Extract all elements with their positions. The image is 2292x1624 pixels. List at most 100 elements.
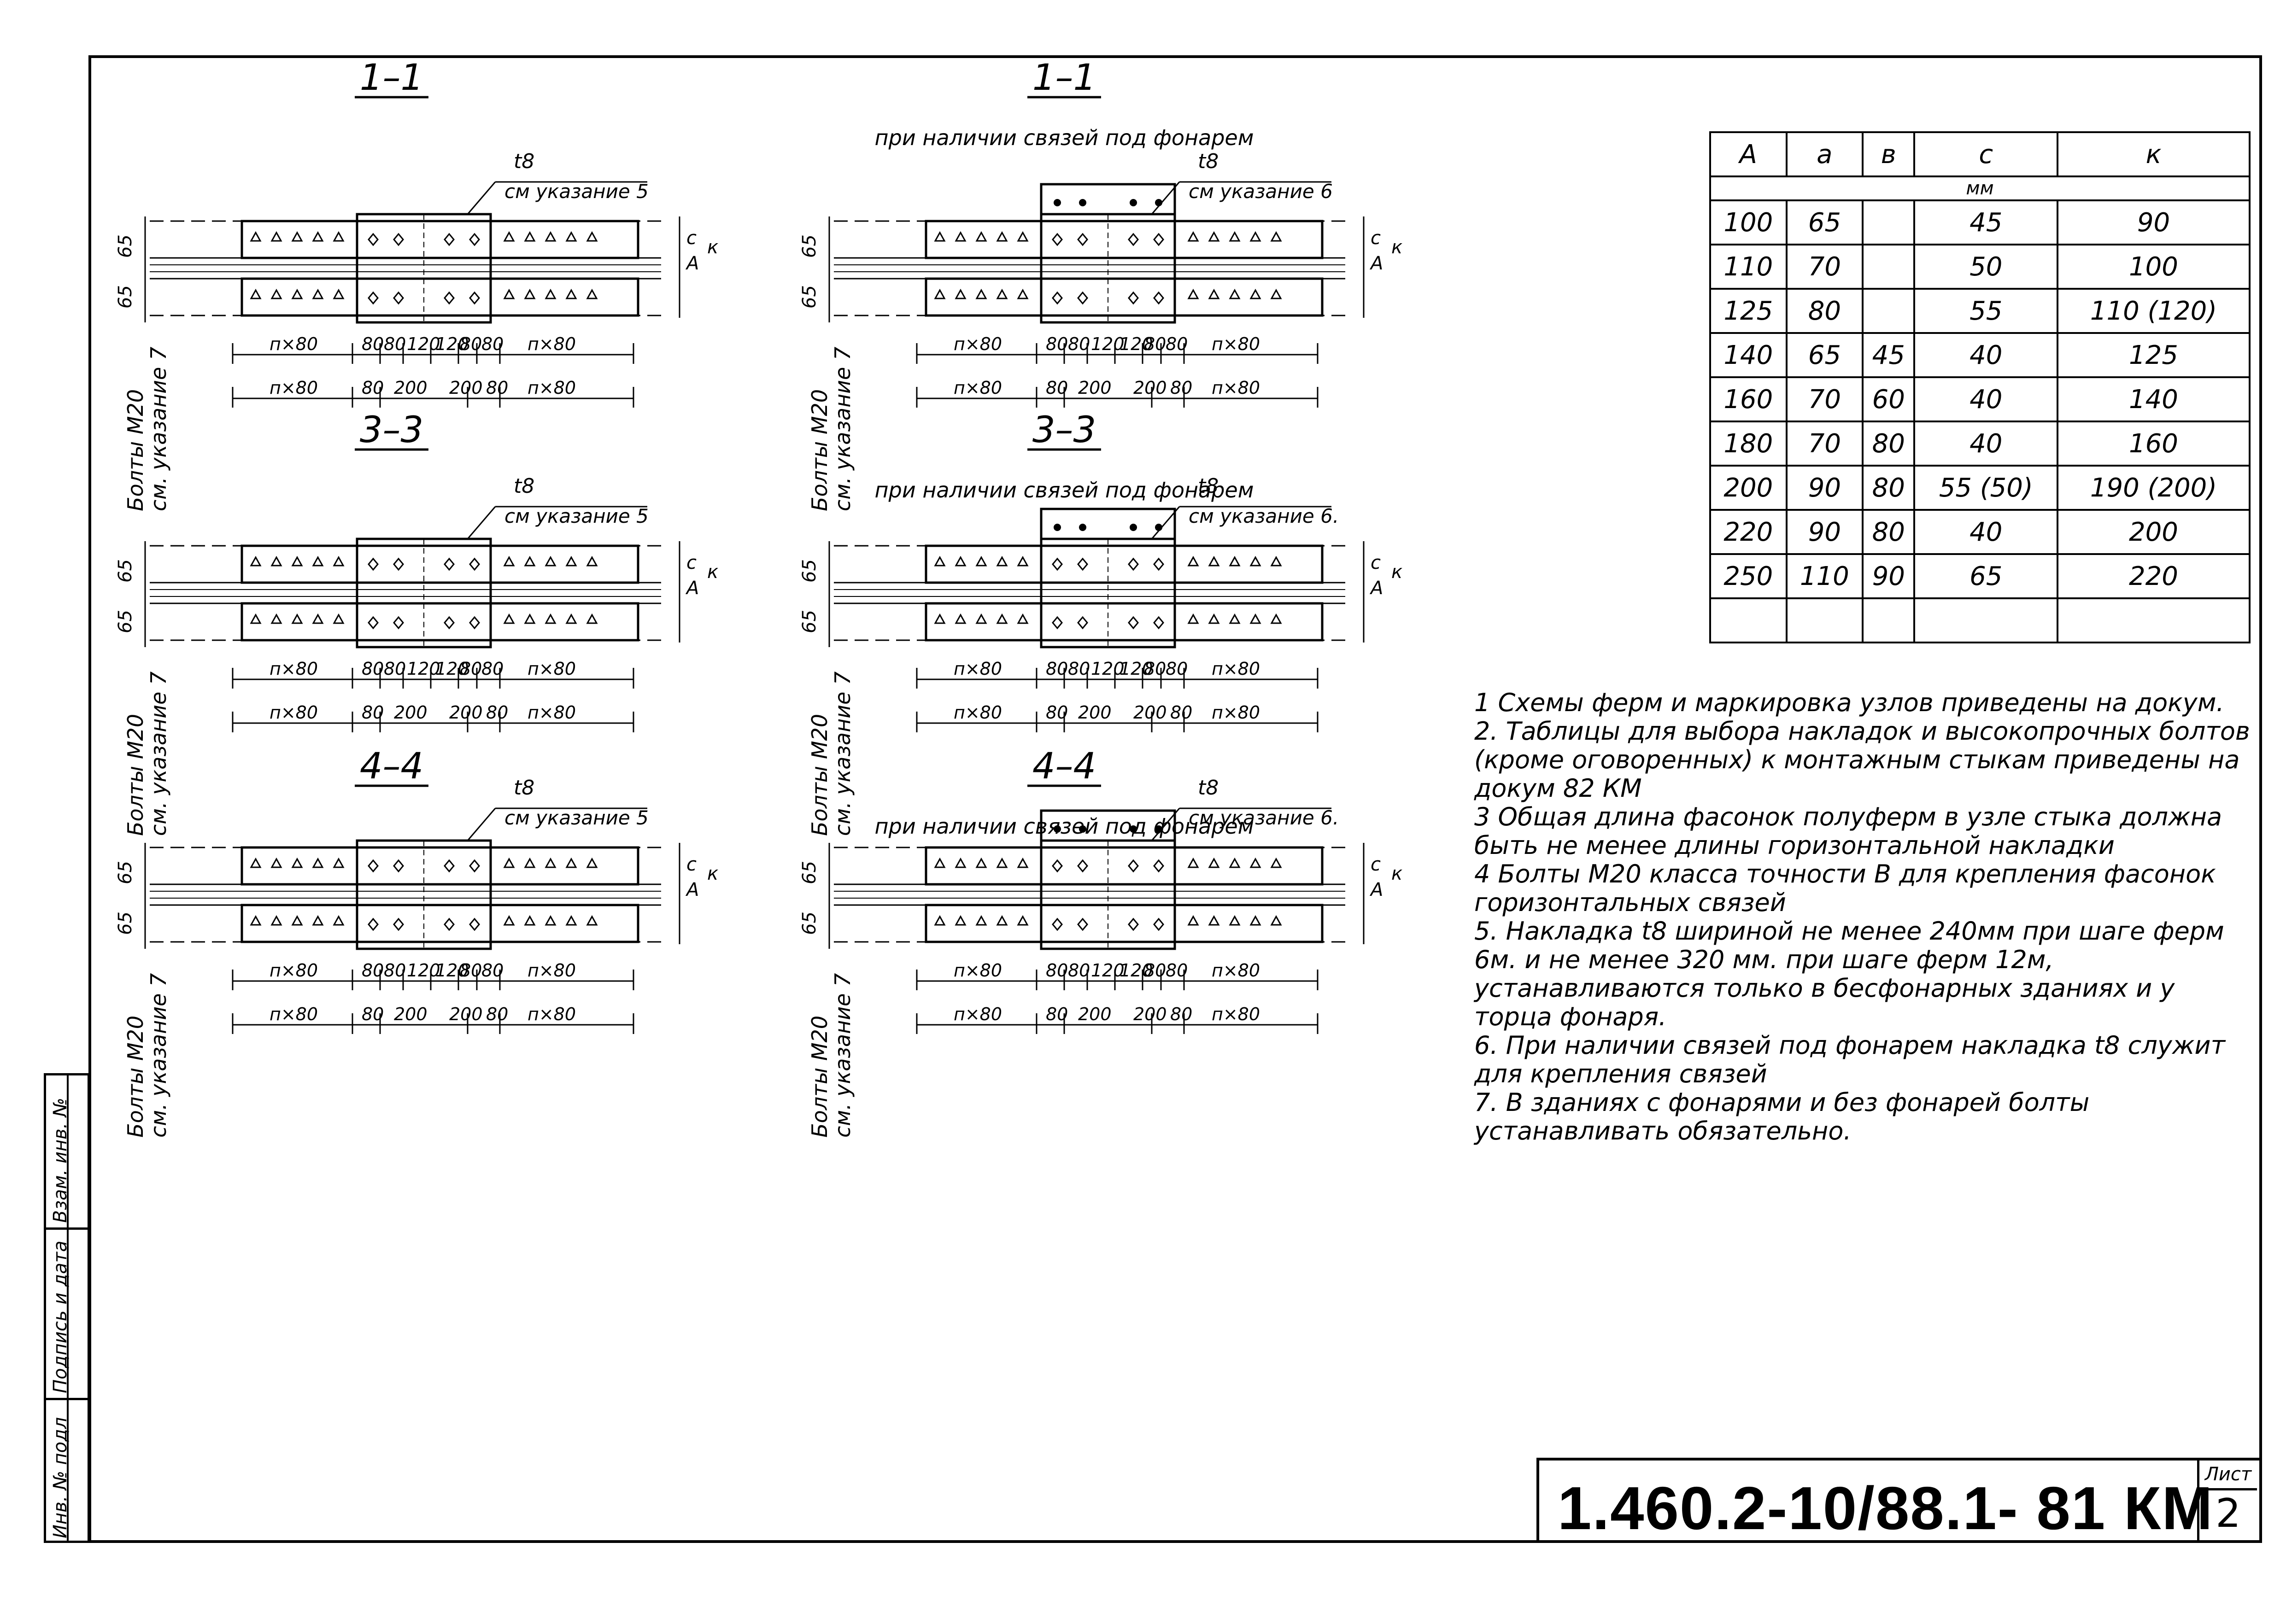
bolt-triangle — [333, 288, 345, 299]
dim-text: 200 — [1133, 702, 1167, 723]
bolt-triangle — [250, 915, 262, 926]
bolt-triangle — [1187, 231, 1199, 242]
dim-text: 120 — [435, 334, 469, 354]
dim-text: 65 — [799, 234, 820, 258]
dim-text: 65 — [115, 610, 136, 633]
table-cell: 50 — [1913, 244, 2058, 290]
dim-text: п×80 — [528, 702, 576, 723]
dim-text: к — [707, 561, 718, 583]
th-A: A — [1709, 131, 1788, 177]
dim-text: п×80 — [270, 702, 318, 723]
bolt-diamond — [444, 291, 455, 305]
sheet-label: Лист — [2199, 1460, 2257, 1490]
table-cell: 55 — [1913, 288, 2058, 334]
bolt-triangle — [333, 613, 345, 624]
lower-plate — [240, 277, 639, 317]
bolt-triangle — [1187, 288, 1199, 299]
dim-text: 200 — [394, 378, 428, 398]
bolt-triangle — [291, 613, 303, 624]
bolt-triangle — [1270, 555, 1282, 567]
plate-mark: t8 — [1198, 474, 1219, 498]
bolts-label: Болты М20 — [123, 714, 148, 836]
plate-note: см указание 6. — [1189, 806, 1339, 829]
dim-text: 80 — [1170, 378, 1192, 398]
bolt-diamond — [444, 233, 455, 246]
bolt-triangle — [1270, 231, 1282, 242]
bolt-diamond — [393, 233, 404, 246]
bracing-plate — [1040, 183, 1176, 222]
dim-text: c — [1371, 552, 1381, 573]
table-cell: 80 — [1862, 509, 1916, 555]
table-cell: 180 — [1709, 421, 1788, 467]
bolt-triangle — [250, 555, 262, 567]
bolt-triangle — [1229, 231, 1241, 242]
table-cell — [1913, 597, 2058, 643]
dim-text: п×80 — [1212, 960, 1260, 981]
bolt-dot — [1054, 825, 1061, 833]
table-row — [1709, 597, 2251, 643]
table-cell: 110 — [1785, 553, 1864, 599]
dim-text: 200 — [394, 702, 428, 723]
bolt-diamond — [368, 291, 379, 305]
upper-plate — [240, 846, 639, 886]
upper-plate — [240, 220, 639, 259]
bolt-triangle — [1017, 613, 1029, 624]
dim-text: 80 — [486, 1004, 508, 1024]
bolt-diamond — [368, 616, 379, 630]
table-cell: 65 — [1913, 553, 2058, 599]
bolt-dot — [1079, 199, 1086, 206]
bolt-triangle — [955, 231, 967, 242]
bolt-diamond — [1077, 291, 1088, 305]
dim-text: п×80 — [1212, 1004, 1260, 1024]
dim-text: 120 — [435, 960, 469, 981]
table-cell: 200 — [2057, 509, 2251, 555]
section-label: 4–4 — [360, 746, 423, 787]
dim-text: п×80 — [528, 1004, 576, 1024]
bolt-triangle — [503, 231, 515, 242]
bolt-diamond — [469, 616, 480, 630]
bolt-triangle — [934, 915, 946, 926]
bolt-triangle — [524, 231, 536, 242]
bolt-diamond — [1153, 859, 1164, 873]
bolt-triangle — [586, 613, 598, 624]
table-cell: 80 — [1862, 421, 1916, 467]
bolt-dot — [1079, 825, 1086, 833]
bolt-triangle — [291, 555, 303, 567]
bolt-diamond — [1077, 859, 1088, 873]
dim-text: п×80 — [1212, 378, 1260, 398]
bolt-diamond — [1077, 557, 1088, 571]
dim-text: 120 — [1120, 334, 1153, 354]
dim-text: п×80 — [1212, 659, 1260, 679]
bolt-triangle — [503, 555, 515, 567]
table-cell: 190 (200) — [2057, 465, 2251, 511]
dim-text: 65 — [799, 610, 820, 633]
dim-text: к — [1391, 237, 1402, 258]
dim-text: 65 — [115, 234, 136, 258]
callout-leader — [1151, 181, 1180, 215]
bolt-triangle — [524, 555, 536, 567]
table-cell: 70 — [1785, 376, 1864, 422]
bolt-diamond — [469, 291, 480, 305]
bolt-triangle — [1229, 613, 1241, 624]
dim-text: 65 — [115, 911, 136, 935]
table-cell: 40 — [1913, 332, 2058, 378]
dim-text: 65 — [799, 911, 820, 935]
table-cell: 45 — [1862, 332, 1916, 378]
bolt-diamond — [1153, 291, 1164, 305]
dim-text: 120 — [1091, 334, 1125, 354]
dim-text: п×80 — [270, 378, 318, 398]
bolt-triangle — [1017, 555, 1029, 567]
dim-text: A — [685, 578, 699, 599]
bolt-triangle — [1017, 857, 1029, 868]
dim-text: 80 — [1144, 960, 1166, 981]
dim-text: п×80 — [954, 960, 1002, 981]
bolt-triangle — [291, 231, 303, 242]
dim-text: 80 — [1068, 659, 1090, 679]
plate-note: см указание 5 — [504, 505, 649, 527]
dim-text: п×80 — [270, 659, 318, 679]
dim-text: 65 — [799, 861, 820, 884]
